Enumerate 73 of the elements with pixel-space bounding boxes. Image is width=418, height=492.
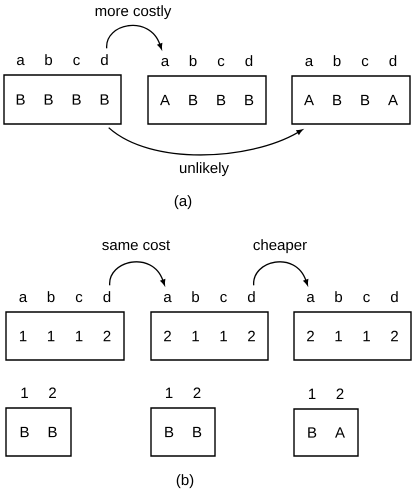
column-label: d xyxy=(245,55,252,66)
curved-arrow xyxy=(253,261,308,286)
curved-arrow xyxy=(108,127,303,156)
node-label: 1 xyxy=(20,330,26,342)
column-label: b xyxy=(334,55,341,66)
edge-label: cheaper xyxy=(252,238,308,254)
node-label: 1 xyxy=(76,330,82,342)
letter-box: B B xyxy=(150,407,216,457)
node-label: B xyxy=(333,94,342,106)
node-label: B xyxy=(16,94,25,105)
node-label: B xyxy=(100,94,109,105)
column-label: b xyxy=(335,291,342,302)
node-label: 1 xyxy=(48,330,54,342)
column-label: a xyxy=(19,294,28,302)
edge-label: unlikely xyxy=(178,161,230,178)
column-label: 1 xyxy=(166,388,172,398)
column-label: c xyxy=(218,58,224,66)
node-label: A xyxy=(388,94,398,106)
column-label: a xyxy=(164,294,172,302)
column-label: c xyxy=(220,294,227,302)
node-label: 1 xyxy=(192,330,199,342)
column-label: b xyxy=(48,291,55,302)
node-label: B xyxy=(44,94,53,105)
edge-label: same cost xyxy=(100,239,172,252)
node-label: A xyxy=(304,94,314,106)
column-label: a xyxy=(161,58,170,66)
column-label: a xyxy=(305,58,314,66)
curved-arrow xyxy=(106,24,162,50)
letter-box: B A xyxy=(293,408,359,457)
node-label: B xyxy=(245,94,254,106)
node-label: 2 xyxy=(104,330,110,342)
node-label: 1 xyxy=(363,330,370,342)
letter-box: B B B B xyxy=(3,74,122,125)
column-label: d xyxy=(248,291,255,302)
letter-box: 1 1 1 2 xyxy=(5,311,125,361)
node-label: 1 xyxy=(335,330,342,342)
column-label: d xyxy=(100,54,108,66)
column-label: 1 xyxy=(308,388,316,399)
column-label: a xyxy=(16,56,25,66)
column-label: 2 xyxy=(336,388,344,399)
letter-box: B B xyxy=(5,407,72,457)
letter-box: 2 1 1 2 xyxy=(150,311,269,361)
letter-box: A B B A xyxy=(291,75,411,125)
panel-label: (a) xyxy=(174,195,192,210)
column-label: d xyxy=(389,55,396,66)
node-label: B xyxy=(72,94,81,105)
node-label: B xyxy=(361,94,370,106)
column-label: d xyxy=(103,291,110,302)
panel-label: (b) xyxy=(176,474,194,488)
column-label: a xyxy=(306,294,315,302)
letter-box: 2 1 1 2 xyxy=(293,311,412,361)
column-label: b xyxy=(45,54,52,66)
column-label: d xyxy=(390,291,398,302)
node-label: 2 xyxy=(391,330,398,342)
edge-label: more costly xyxy=(94,4,172,20)
column-label: c xyxy=(76,294,82,302)
node-label: 2 xyxy=(248,330,255,342)
column-label: c xyxy=(73,56,80,66)
column-label: 1 xyxy=(21,388,28,398)
node-label: 2 xyxy=(164,330,171,342)
column-label: 2 xyxy=(194,388,200,398)
column-label: b xyxy=(190,55,197,66)
node-label: 1 xyxy=(220,330,227,342)
column-label: b xyxy=(192,291,200,302)
node-label: B xyxy=(217,94,226,106)
column-label: c xyxy=(363,294,370,302)
node-label: A xyxy=(160,94,170,106)
column-label: c xyxy=(362,58,368,66)
node-label: B xyxy=(189,94,198,106)
node-label: 2 xyxy=(307,330,314,342)
letter-box: A B B B xyxy=(147,75,267,125)
column-label: 2 xyxy=(49,388,56,398)
curved-arrow xyxy=(109,261,166,286)
